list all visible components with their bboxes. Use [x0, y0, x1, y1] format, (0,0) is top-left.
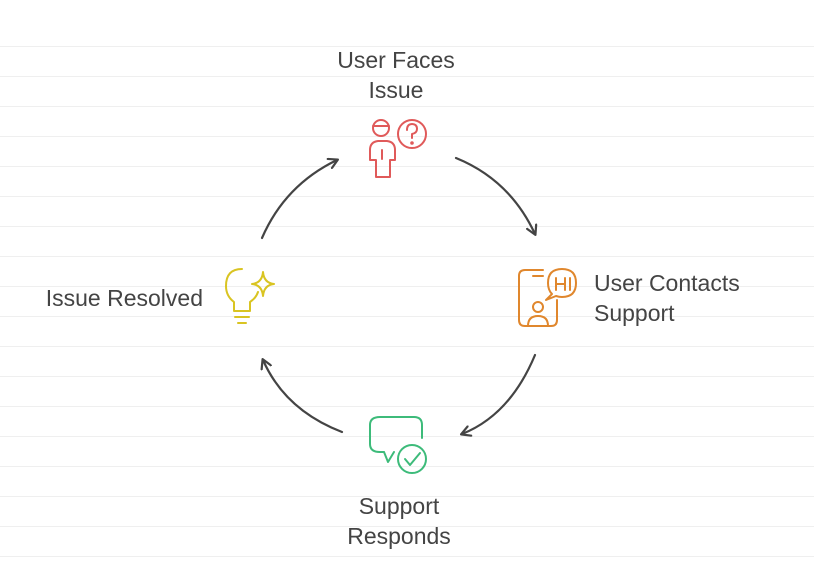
step-label-issue-resolved: Issue Resolved: [45, 285, 203, 311]
phone-chat-icon: [518, 268, 577, 327]
step-label-user-contacts-support: User Contacts Support: [594, 270, 740, 326]
chat-check-icon: [369, 416, 427, 474]
arrow-issue-to-contact: [454, 156, 535, 234]
step-label-user-faces-issue: User Faces Issue: [337, 47, 455, 103]
arrow-contact-to-respond: [462, 353, 537, 434]
step-label-support-responds: Support Responds: [347, 493, 451, 549]
arrow-respond-to-resolved: [263, 360, 344, 434]
person-question-icon: [369, 119, 427, 178]
arrow-resolved-to-issue: [260, 160, 337, 240]
lightbulb-sparkle-icon: [225, 268, 275, 324]
